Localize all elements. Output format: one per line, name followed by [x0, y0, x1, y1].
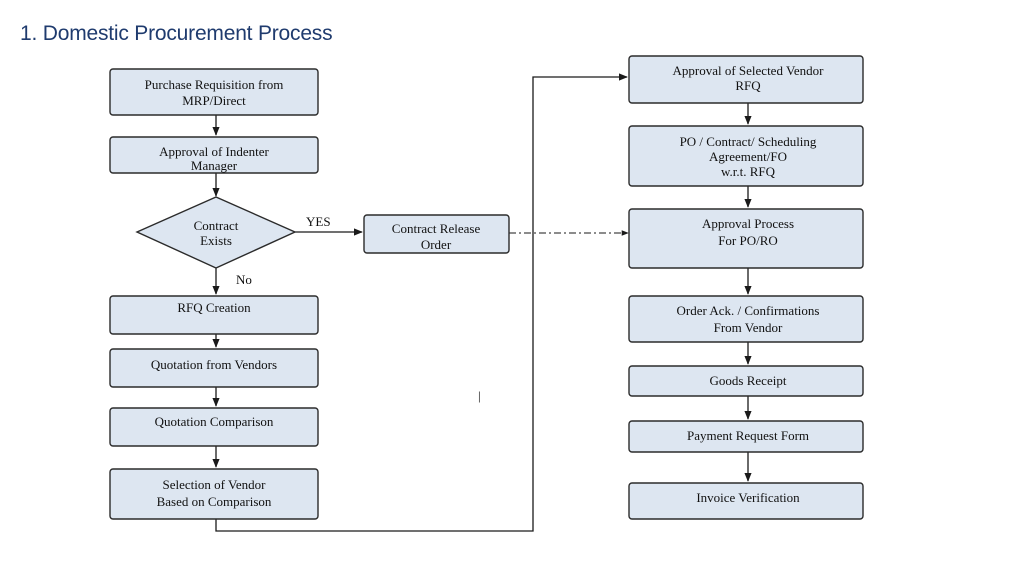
node-invoice-verification-label: Invoice Verification [696, 490, 800, 505]
node-rfq-creation: RFQ Creation [109, 295, 319, 335]
node-po-contract-line-3: w.r.t. RFQ [721, 164, 776, 179]
node-order-ack-line-1: Order Ack. / Confirmations [677, 303, 820, 318]
node-contract-release-order-line-1: Contract Release [392, 221, 481, 236]
node-contract-exists-line-2: Exists [200, 233, 232, 248]
node-payment-request: Payment Request Form [628, 420, 864, 453]
edges [212, 73, 752, 532]
node-approval-indenter-line-2: Manager [191, 158, 238, 173]
slide-title: 1. Domestic Procurement Process [20, 22, 333, 45]
node-order-ack-line-2: From Vendor [714, 320, 783, 335]
node-approval-process-line-1: Approval Process [702, 216, 794, 231]
stray-mark: | [478, 388, 481, 403]
node-quotation-vendors-label: Quotation from Vendors [151, 357, 277, 372]
node-quotation-vendors: Quotation from Vendors [109, 348, 319, 388]
node-po-contract-line-1: PO / Contract/ Scheduling [680, 134, 817, 149]
node-contract-release-order-line-2: Order [421, 237, 452, 252]
node-quotation-comparison-label: Quotation Comparison [155, 414, 274, 429]
node-rfq-creation-label: RFQ Creation [177, 300, 251, 315]
node-payment-request-label: Payment Request Form [687, 428, 809, 443]
node-invoice-verification: Invoice Verification [628, 482, 864, 520]
edge-selection-to-approval-vendor [215, 73, 628, 532]
node-approval-process-line-2: For PO/RO [718, 233, 778, 248]
node-approval-selected-vendor-line-2: RFQ [735, 78, 761, 93]
node-po-contract-line-2: Agreement/FO [709, 149, 787, 164]
node-selection-vendor-line-2: Based on Comparison [157, 494, 272, 509]
node-purchase-requisition-line-2: MRP/Direct [182, 93, 246, 108]
node-quotation-comparison: Quotation Comparison [109, 407, 319, 447]
node-approval-indenter-line-1: Approval of Indenter [159, 144, 269, 159]
edge-label-no: No [236, 272, 252, 287]
edge-label-yes: YES [306, 214, 331, 229]
node-approval-selected-vendor-line-1: Approval of Selected Vendor [672, 63, 824, 78]
node-goods-receipt-label: Goods Receipt [710, 373, 787, 388]
node-purchase-requisition-line-1: Purchase Requisition from [145, 77, 284, 92]
node-contract-exists-line-1: Contract [194, 218, 239, 233]
node-selection-vendor-line-1: Selection of Vendor [162, 477, 266, 492]
node-goods-receipt: Goods Receipt [628, 365, 864, 397]
